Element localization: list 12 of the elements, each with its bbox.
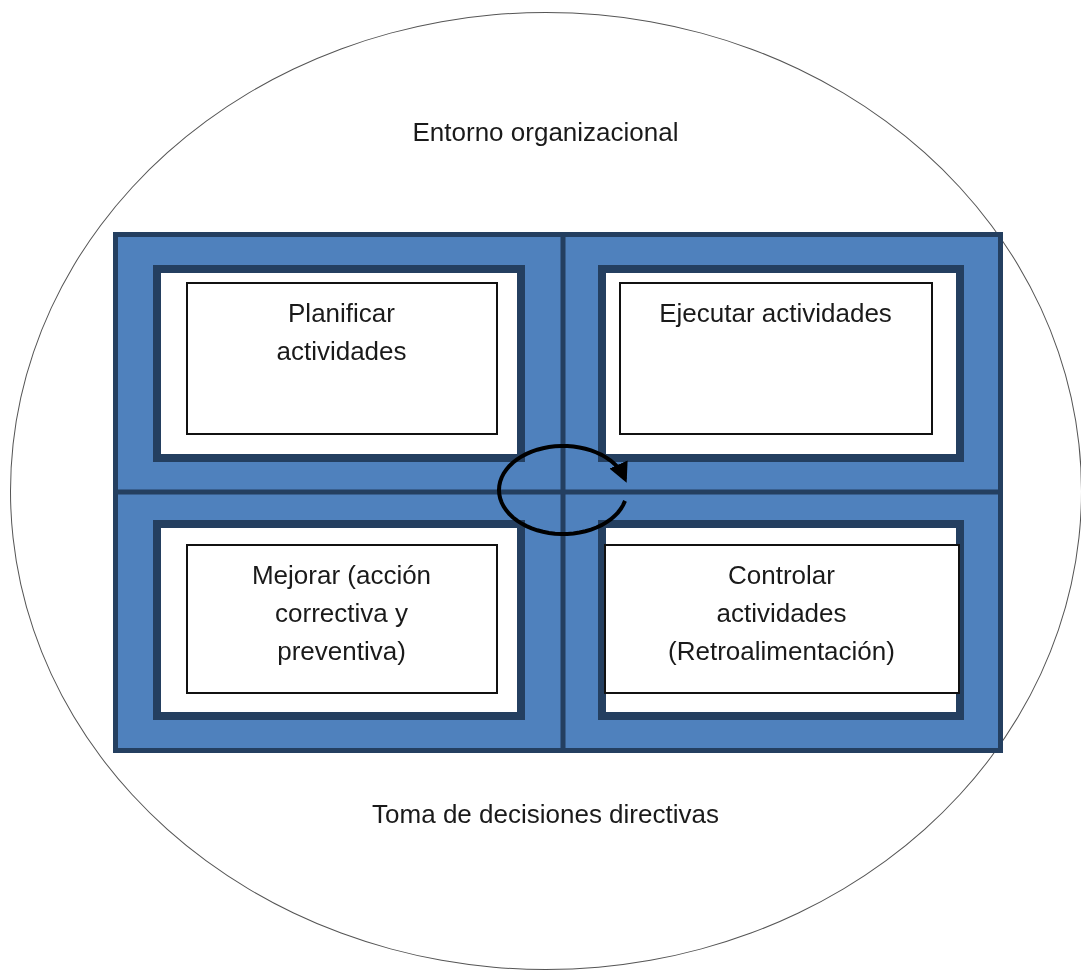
process-box xyxy=(603,543,960,694)
process-box xyxy=(618,281,933,435)
node-label: Planificar actividades xyxy=(275,296,408,368)
cycle-panel xyxy=(112,231,1003,753)
node-label: Controlar actividades (Retroalimentación) xyxy=(667,558,896,668)
process-box xyxy=(185,281,498,435)
environment-ellipse xyxy=(10,12,1081,970)
node-label: Entorno organizacional xyxy=(411,116,680,149)
process-box xyxy=(185,543,498,694)
node-label: Mejorar (acción correctiva y preventiva) xyxy=(250,558,433,668)
node-label: Ejecutar actividades xyxy=(658,296,893,330)
node-label: Toma de decisiones directivas xyxy=(371,798,720,831)
